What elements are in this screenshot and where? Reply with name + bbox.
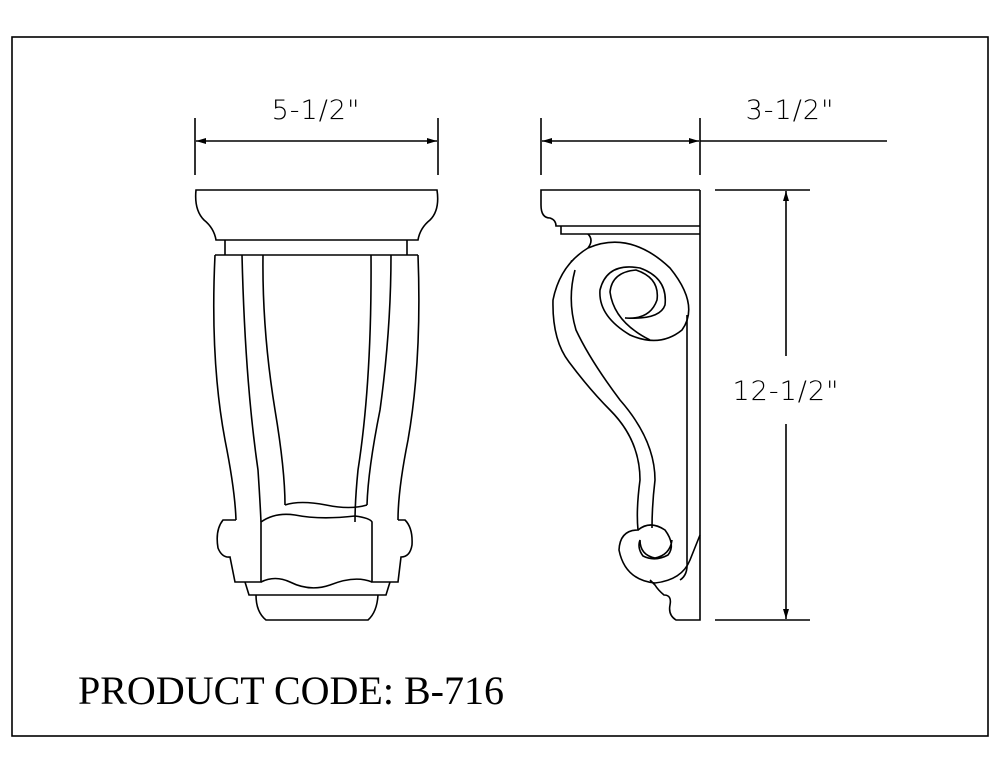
product-code: PRODUCT CODE: B-716 bbox=[78, 668, 504, 713]
width-label: 5-1/2" bbox=[272, 95, 361, 126]
depth-label: 3-1/2" bbox=[746, 95, 835, 126]
drawing-border bbox=[11, 36, 989, 737]
height-dimension: 12-1/2" bbox=[715, 189, 840, 621]
depth-dimension: 3-1/2" bbox=[540, 95, 887, 175]
side-view: 3-1/2" 12-1/2" bbox=[540, 95, 887, 621]
front-view: 5-1/2" bbox=[194, 95, 439, 621]
width-dimension: 5-1/2" bbox=[194, 95, 439, 175]
height-label: 12-1/2" bbox=[733, 376, 840, 407]
